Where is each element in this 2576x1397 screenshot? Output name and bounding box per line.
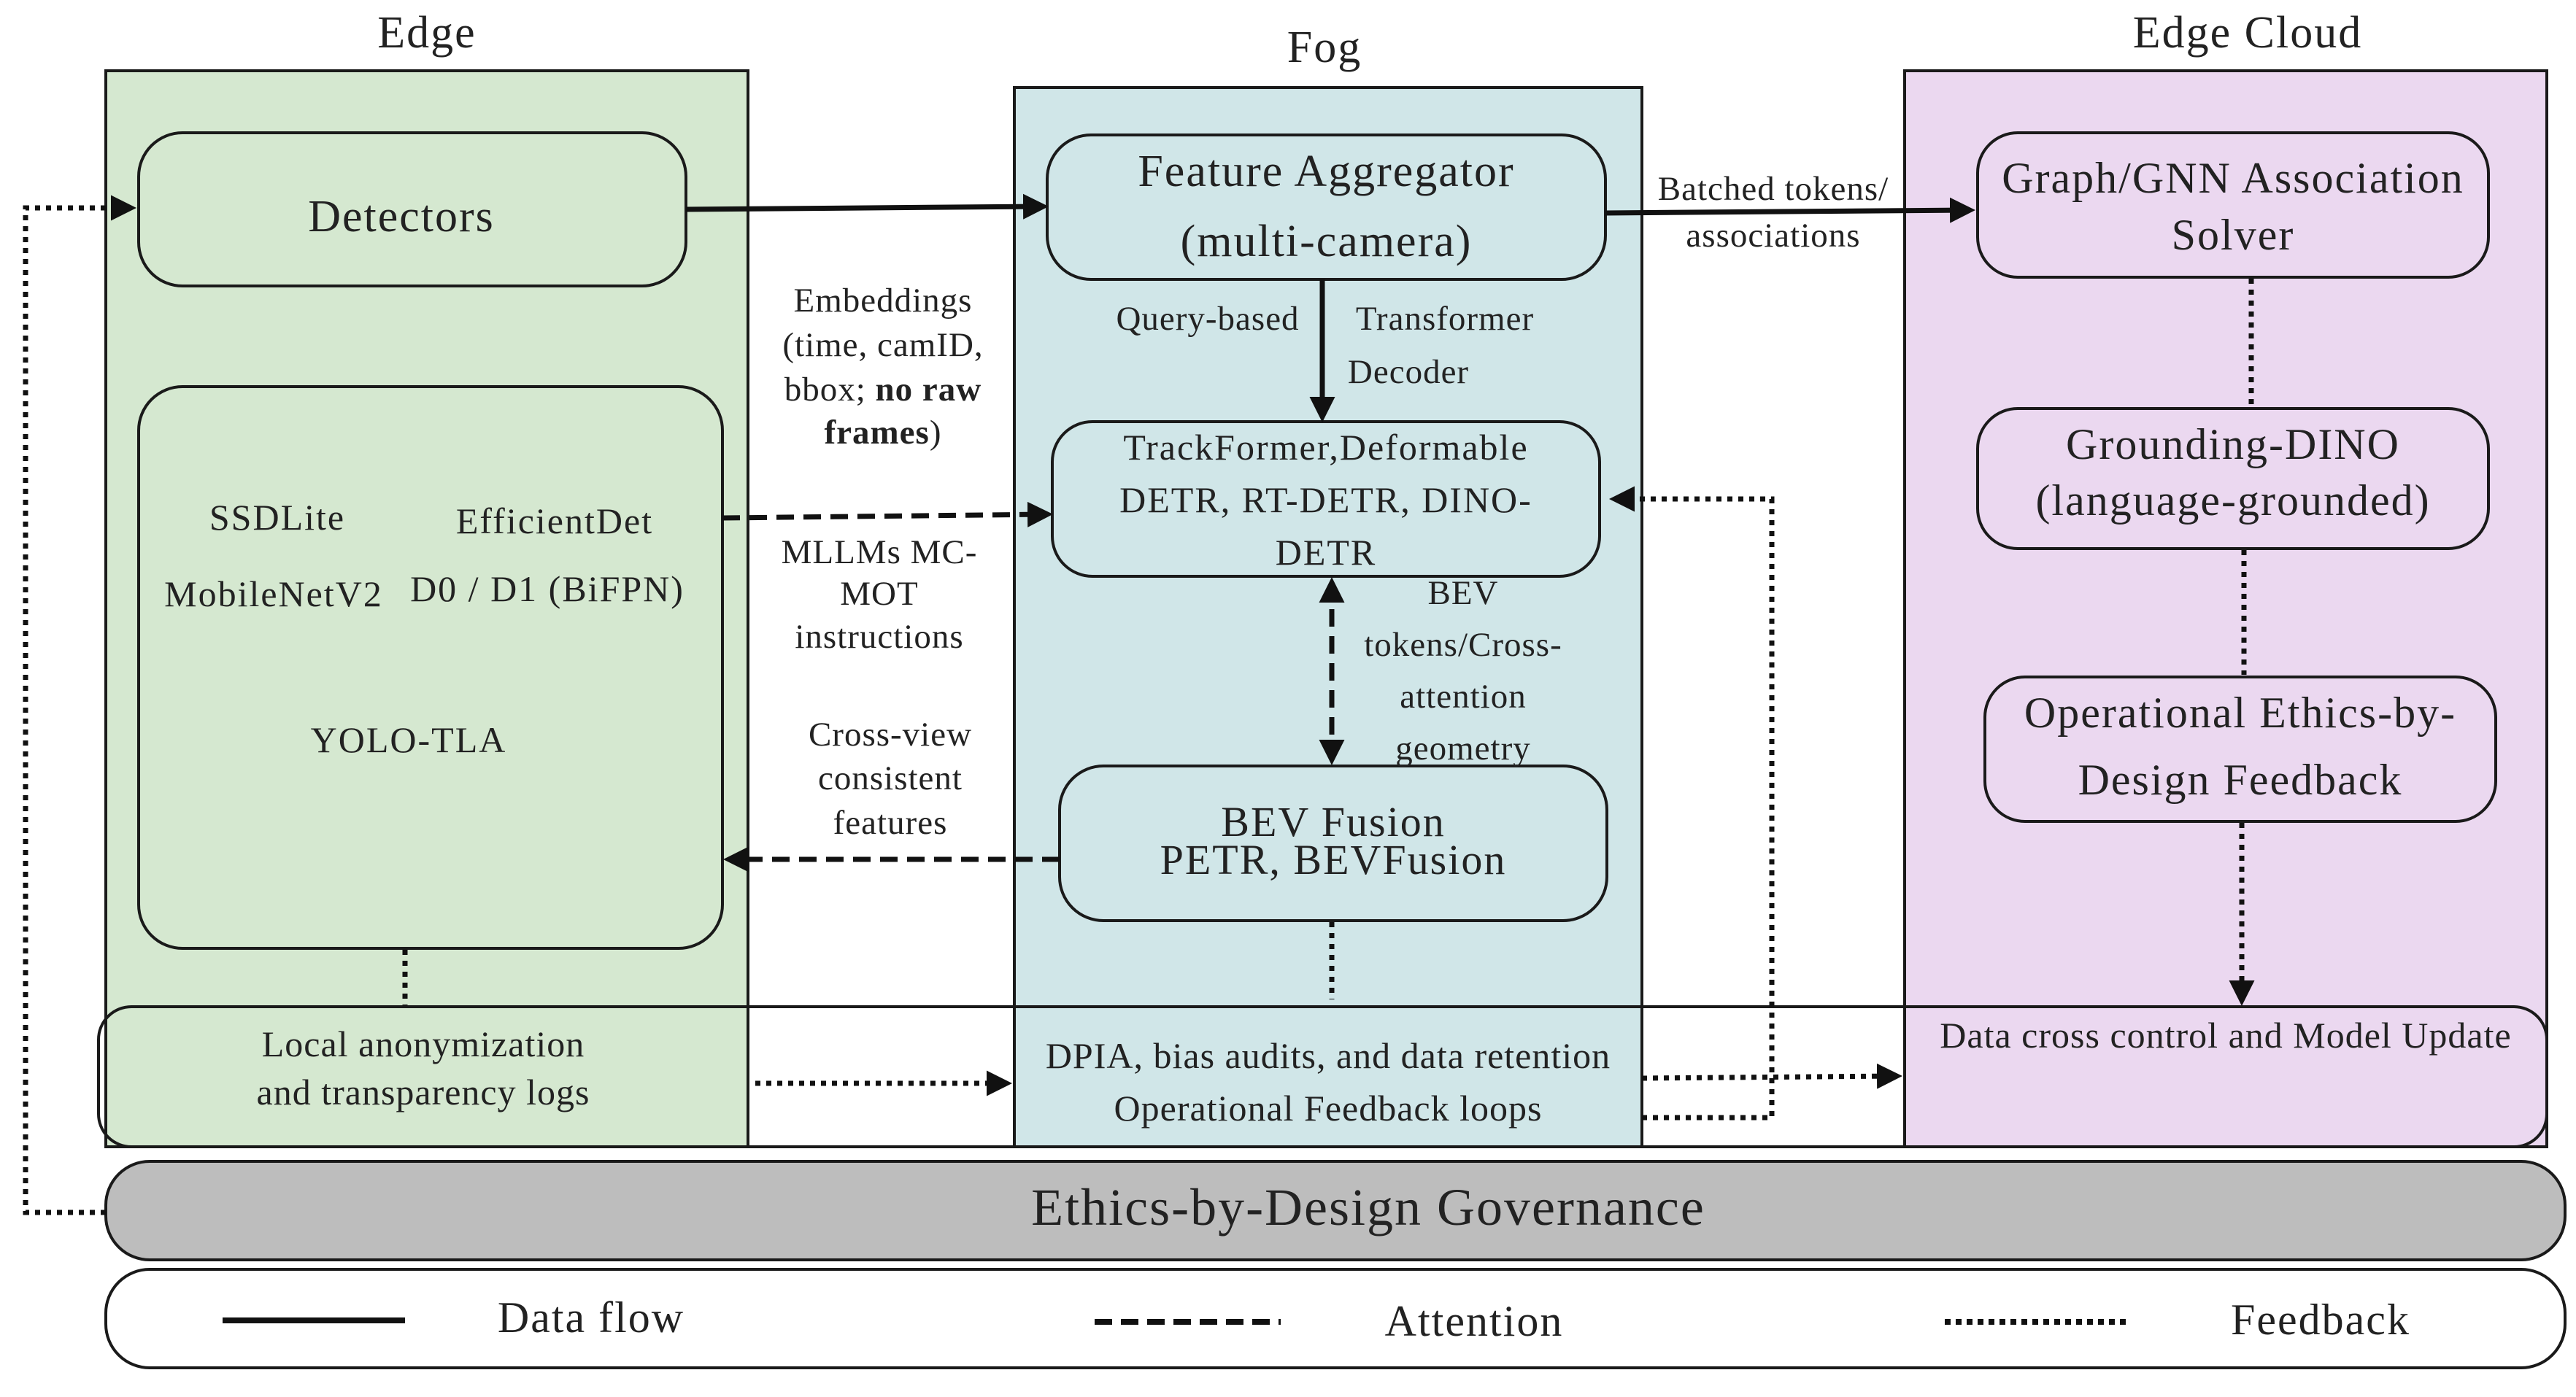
dpia-line2: Operational Feedback loops: [1114, 1088, 1543, 1129]
grounding-dino-box: [1976, 407, 2490, 550]
bev-tokens-label-line2: tokens/Cross-: [1364, 626, 1562, 664]
model-yolo-tla: YOLO-TLA: [310, 719, 507, 760]
decoder-label-right-line1: Transformer: [1355, 300, 1535, 338]
decoder-label-right-line2: Decoder: [1347, 353, 1470, 391]
aggregator-line1: Feature Aggregator: [1138, 147, 1515, 196]
detectors-label: Detectors: [308, 192, 495, 241]
mllm-line3: instructions: [795, 618, 964, 656]
trackers-line3: DETR: [1275, 532, 1377, 573]
legend-attention-label: Attention: [1384, 1297, 1564, 1345]
model-mobilenetv2: MobileNetV2: [164, 573, 383, 614]
batched-line1: Batched tokens/: [1657, 170, 1889, 208]
batched-line2: associations: [1686, 217, 1861, 255]
model-efficientdet: EfficientDet: [455, 500, 654, 541]
bev-fusion-box: [1058, 765, 1608, 922]
crossview-line1: Cross-view: [808, 716, 973, 754]
bev-fusion-line2: PETR, BEVFusion: [1160, 836, 1507, 883]
fog-column-title: Fog: [1287, 23, 1362, 72]
embeddings-no-raw: no raw: [875, 371, 982, 409]
embeddings-line2: (time, camID,: [782, 326, 984, 364]
embeddings-line3: bbox; no raw: [759, 370, 1007, 410]
governance-label: Ethics-by-Design Governance: [1031, 1178, 1705, 1237]
dino-line2: (language-grounded): [2035, 476, 2431, 525]
arrow-detectors-to-aggregator: [685, 193, 1049, 220]
gnn-line2: Solver: [2171, 211, 2295, 259]
edge-logs-line2: and transparency logs: [256, 1072, 590, 1112]
bev-tokens-label-line1: BEV: [1427, 574, 1499, 612]
trackers-line1: TrackFormer,Deformable: [1123, 427, 1529, 468]
edge-column-title: Edge: [377, 8, 477, 58]
embeddings-line3-text: bbox;: [784, 371, 876, 409]
cloud-control-label: Data cross control and Model Update: [1940, 1015, 2512, 1056]
arrow-models-to-trackers: [722, 501, 1053, 527]
dotted-governance-to-detectors-loop: [23, 195, 136, 1215]
ethics-line2: Design Feedback: [2078, 756, 2403, 804]
bev-tokens-label-line4: geometry: [1395, 730, 1531, 767]
embeddings-line1: Embeddings: [793, 282, 973, 320]
gnn-line1: Graph/GNN Association: [2002, 154, 2464, 202]
dotted-dpia-to-trackers-loop: [1609, 486, 1775, 1121]
model-ssdlite: SSDLite: [209, 497, 346, 538]
legend-data-flow-label: Data flow: [497, 1293, 685, 1342]
mllm-line2: MOT: [840, 575, 919, 613]
model-d0-d1-bifpn: D0 / D1 (BiFPN): [410, 568, 685, 609]
dotted-dpia-to-control: [1641, 1063, 1902, 1089]
detector-models-box: [137, 385, 724, 950]
crossview-line3: features: [833, 804, 948, 842]
aggregator-line2: (multi-camera): [1180, 217, 1473, 266]
embeddings-frames: frames: [824, 414, 930, 452]
ethics-line1: Operational Ethics-by-: [2024, 689, 2457, 737]
embeddings-line4-text: ): [929, 414, 942, 452]
governance-band-outline: [97, 1005, 2548, 1148]
dpia-line1: DPIA, bias audits, and data retention: [1045, 1035, 1611, 1076]
mllm-line1: MLLMs MC-: [781, 533, 978, 571]
gnn-solver-box: [1976, 131, 2490, 279]
arrow-aggregator-to-gnn: [1605, 197, 1975, 223]
bev-fusion-line1: BEV Fusion: [1221, 798, 1446, 845]
embeddings-line4: frames): [759, 413, 1007, 453]
dino-line1: Grounding-DINO: [2066, 420, 2400, 468]
decoder-label-left: Query-based: [1116, 300, 1300, 338]
bev-tokens-label-line3: attention: [1400, 678, 1527, 716]
ethics-feedback-box: [1983, 676, 2497, 823]
cloud-column-title: Edge Cloud: [2132, 8, 2363, 58]
crossview-line2: consistent: [818, 759, 963, 797]
legend-feedback-label: Feedback: [2231, 1296, 2410, 1344]
edge-logs-line1: Local anonymization: [261, 1023, 585, 1064]
trackers-line2: DETR, RT-DETR, DINO-: [1119, 479, 1532, 520]
legend-box: [104, 1268, 2567, 1369]
